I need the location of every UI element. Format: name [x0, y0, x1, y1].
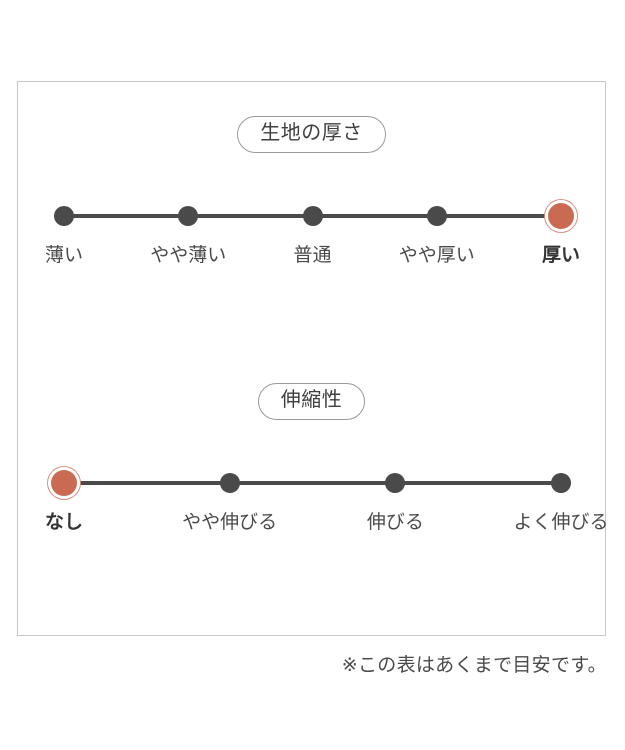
scale-label-fabric-thickness-3: やや厚い	[398, 245, 475, 266]
scale-dot-selected-fabric-stretch[interactable]	[51, 470, 77, 496]
scale-label-fabric-thickness-2: 普通	[293, 245, 332, 266]
scale-dot-fabric-thickness-3[interactable]	[426, 206, 447, 226]
scale-label-fabric-thickness-1: やや薄い	[150, 245, 227, 266]
track-line-stretch	[64, 481, 561, 485]
scale-dot-selected-fabric-thickness[interactable]	[548, 203, 574, 229]
scale-dot-fabric-thickness-0[interactable]	[54, 206, 74, 226]
scale-label-fabric-stretch-0: なし	[44, 512, 84, 533]
scale-dot-fabric-thickness-1[interactable]	[178, 206, 199, 226]
scale-block-fabric-thickness: 生地の厚さ 薄い やや薄い 普通 やや厚い 厚い	[18, 115, 605, 304]
scale-block-fabric-stretch: 伸縮性 なし やや伸びる 伸びる よく伸びる	[18, 382, 609, 571]
scale-dot-fabric-stretch-3[interactable]	[551, 473, 571, 493]
badge-row-thickness: 生地の厚さ	[18, 115, 605, 153]
scale-label-fabric-stretch-1: やや伸びる	[182, 512, 278, 533]
footnote-disclaimer: ※この表はあくまで目安です。	[341, 655, 607, 676]
scale-track-fabric-stretch[interactable]: なし やや伸びる 伸びる よく伸びる	[18, 467, 609, 571]
scale-title-badge-thickness: 生地の厚さ	[237, 115, 386, 153]
scale-title-badge-stretch: 伸縮性	[257, 382, 366, 420]
badge-row-stretch: 伸縮性	[18, 382, 605, 420]
scale-dot-fabric-thickness-2[interactable]	[302, 206, 323, 226]
spec-card: 生地の厚さ 薄い やや薄い 普通 やや厚い 厚い 伸縮性 なし やや伸びる 伸びる よく伸びる	[17, 81, 609, 636]
scale-dot-fabric-stretch-2[interactable]	[385, 473, 406, 493]
scale-label-fabric-stretch-2: 伸びる	[366, 512, 424, 533]
scale-label-fabric-stretch-3: よく伸びる	[513, 512, 609, 533]
scale-label-fabric-thickness-4: 厚い	[541, 245, 581, 266]
scale-label-fabric-thickness-0: 薄い	[44, 245, 84, 266]
scale-dot-fabric-stretch-1[interactable]	[219, 473, 240, 493]
scale-track-fabric-thickness[interactable]: 薄い やや薄い 普通 やや厚い 厚い	[18, 200, 605, 304]
